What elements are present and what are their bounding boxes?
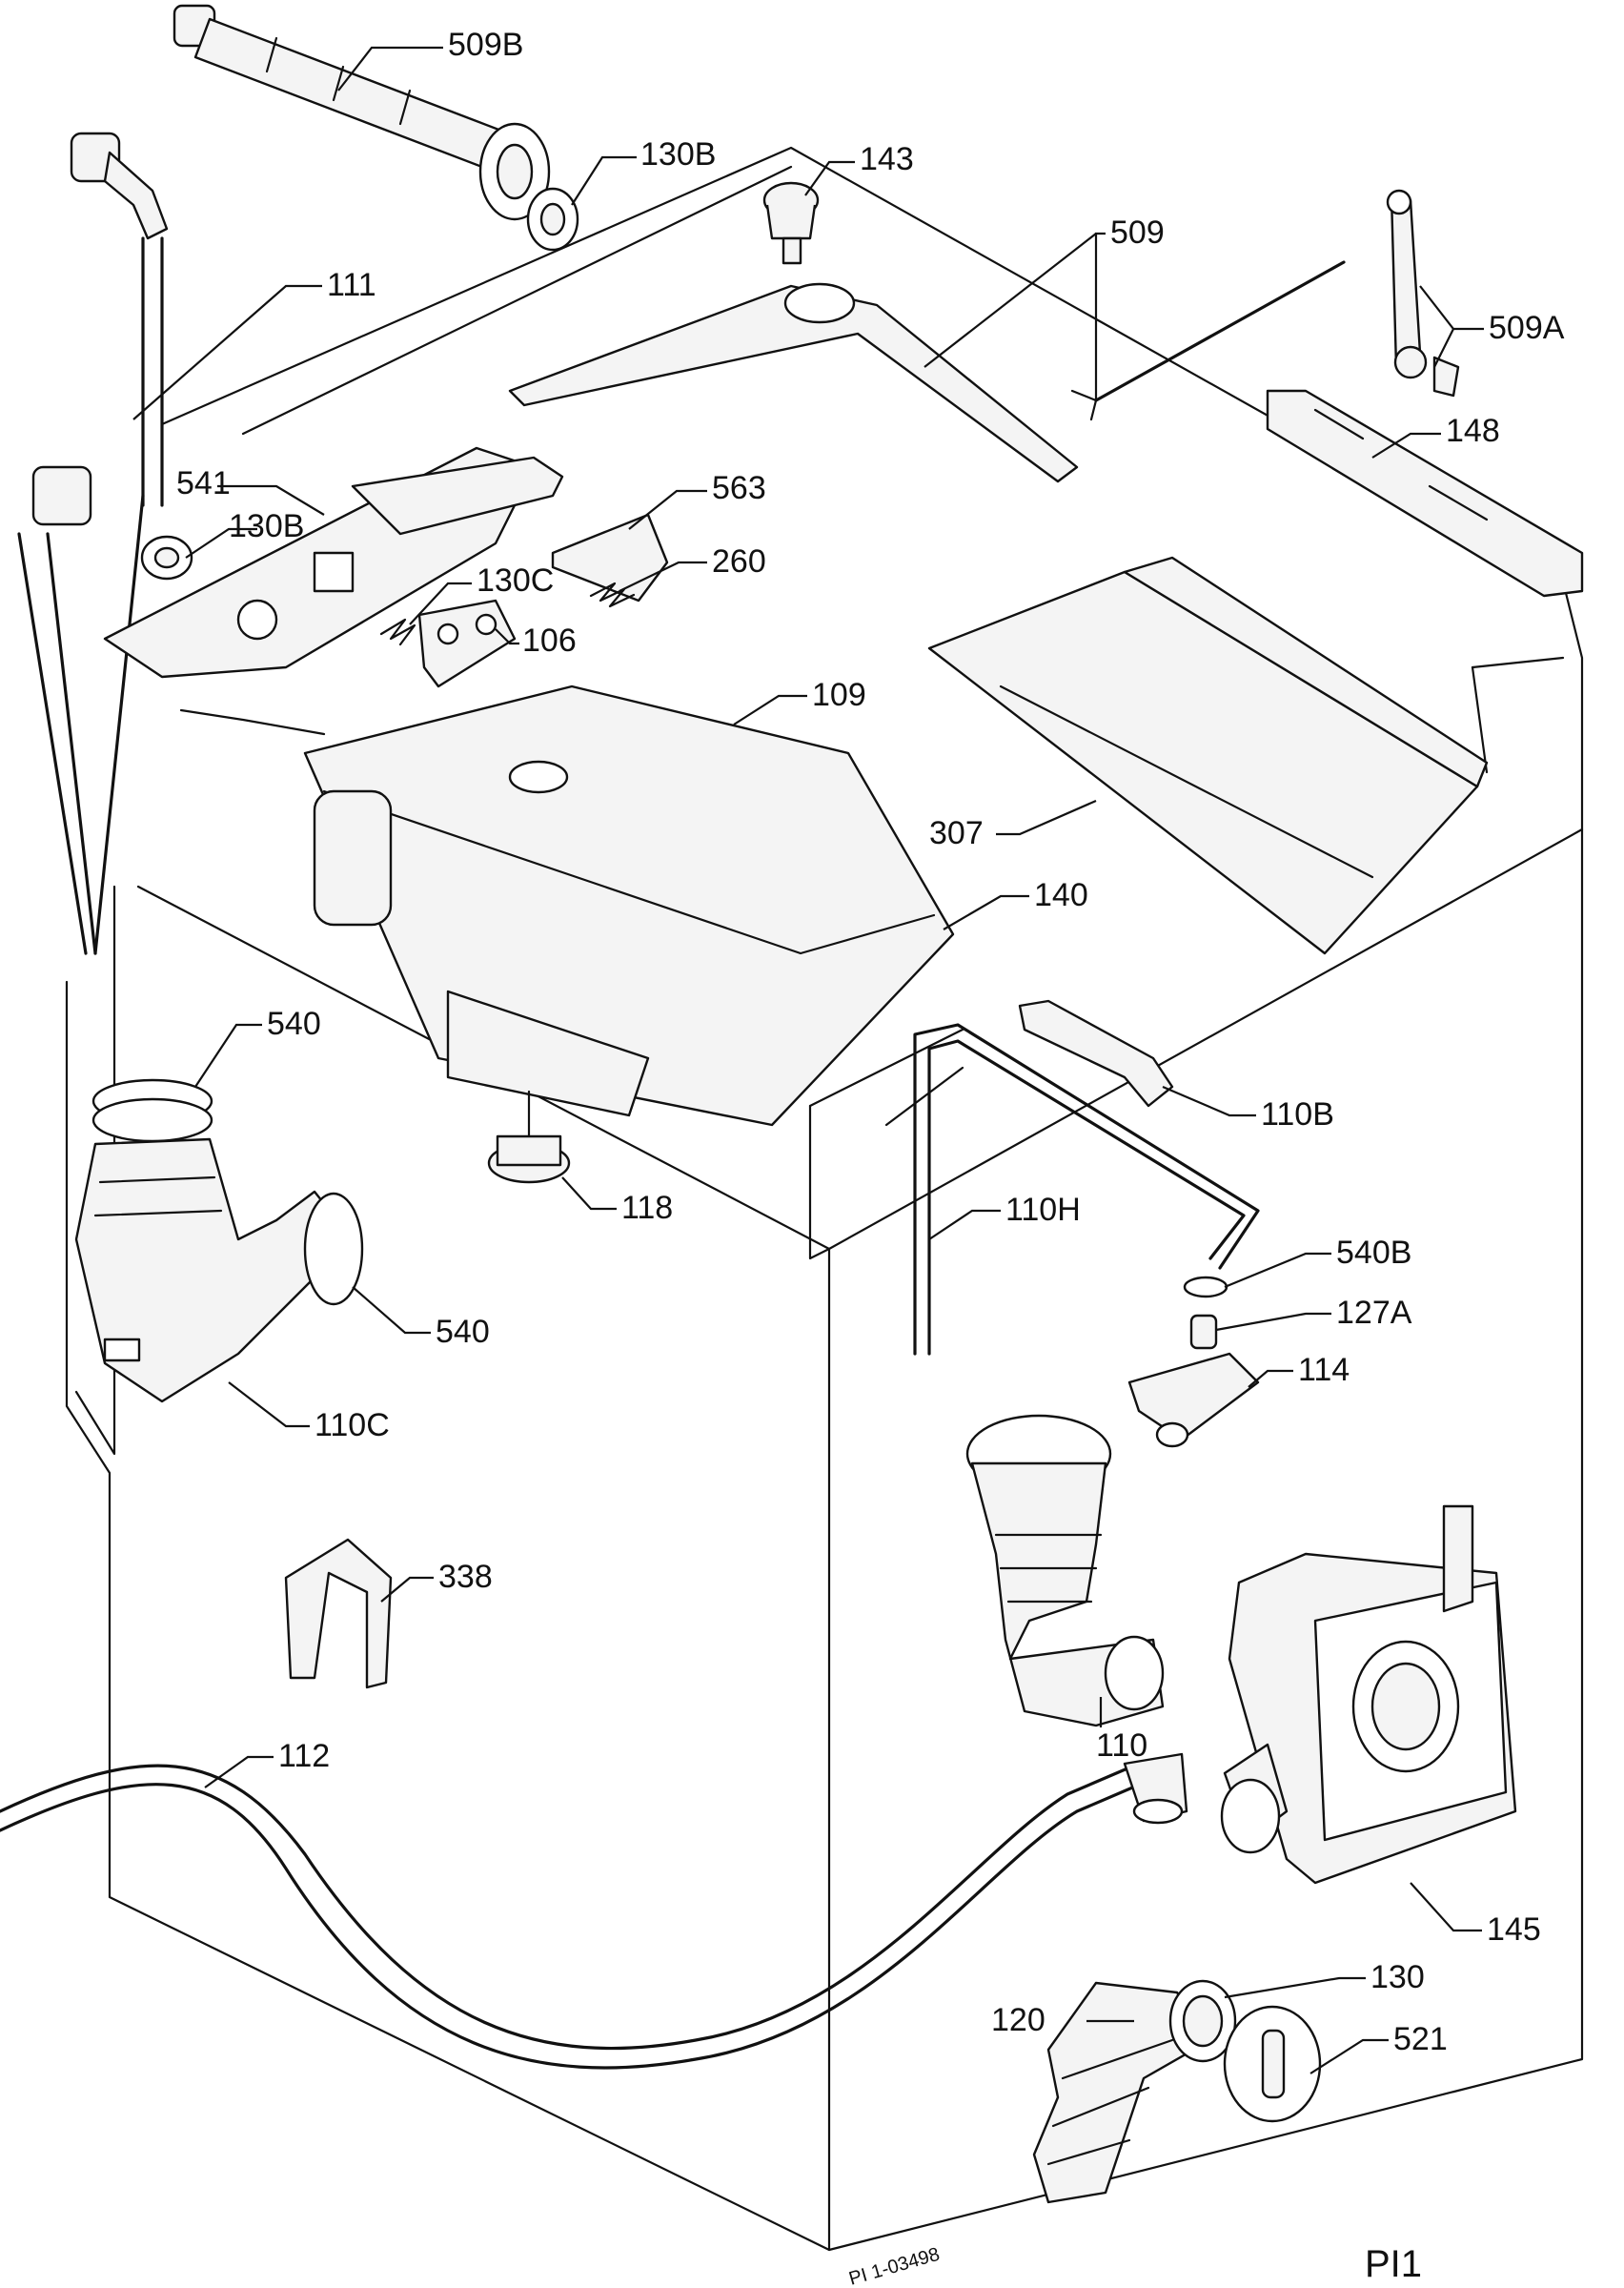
spring-260 — [589, 582, 636, 608]
pipe-110h — [913, 1023, 1260, 1356]
label-509b: 509B — [448, 27, 523, 63]
ring-130 — [1168, 1979, 1237, 2063]
valve-body-106 — [417, 599, 517, 688]
spring-130c — [379, 618, 416, 646]
label-111: 111 — [327, 267, 376, 303]
label-106: 106 — [522, 623, 577, 659]
label-509: 509 — [1110, 214, 1165, 251]
sump-hose-110 — [965, 1414, 1165, 1727]
label-540b: 540B — [1336, 1235, 1411, 1271]
label-541: 541 — [176, 465, 231, 501]
clip-540b — [1183, 1276, 1228, 1298]
label-120: 120 — [991, 2002, 1045, 2038]
label-110: 110 — [1096, 1727, 1147, 1764]
label-112: 112 — [278, 1738, 330, 1774]
filter-118 — [487, 1090, 571, 1184]
seal-130b-mid — [140, 535, 193, 581]
label-114: 114 — [1298, 1352, 1350, 1388]
label-110h: 110H — [1005, 1192, 1081, 1228]
label-110b: 110B — [1261, 1096, 1334, 1133]
seal-130b-top — [526, 187, 579, 252]
cover-521 — [1223, 2005, 1322, 2123]
drawer-handle-148 — [1266, 389, 1584, 598]
label-110c: 110C — [315, 1407, 390, 1443]
inlet-valve-assembly-509b — [173, 4, 551, 221]
spreader-bar-509 — [508, 282, 1079, 483]
label-118: 118 — [621, 1190, 673, 1226]
clamp-540-top — [91, 1078, 213, 1143]
label-130b-mid: 130B — [229, 508, 304, 544]
label-260: 260 — [712, 543, 766, 580]
cam-plate-563 — [551, 513, 669, 603]
label-130b-top: 130B — [640, 136, 716, 173]
label-130: 130 — [1370, 1959, 1425, 1995]
label-563: 563 — [712, 470, 766, 506]
label-130c: 130C — [477, 562, 554, 599]
label-307: 307 — [929, 815, 984, 851]
clamp-540-bottom — [303, 1192, 364, 1306]
lever-509a — [1386, 189, 1460, 398]
label-148: 148 — [1446, 413, 1500, 449]
pressure-switch-114 — [1127, 1352, 1260, 1448]
label-338: 338 — [438, 1559, 493, 1595]
leader-lines — [132, 46, 1484, 2074]
label-540-bottom: 540 — [436, 1314, 490, 1350]
label-143: 143 — [860, 141, 914, 177]
hose-110b — [1018, 999, 1174, 1108]
hose-guide-338 — [284, 1538, 393, 1689]
drain-pump-145 — [1220, 1504, 1517, 1885]
nozzle-127a — [1189, 1314, 1218, 1350]
label-145: 145 — [1487, 1911, 1541, 1948]
bracket-541 — [103, 446, 564, 679]
drawing-code: PI 1-03498 — [846, 2244, 942, 2288]
inlet-hose-111 — [17, 132, 169, 955]
dispenser-housing-109 — [303, 684, 955, 1127]
page-reference: PI1 — [1365, 2243, 1422, 2285]
label-127a: 127A — [1336, 1295, 1412, 1331]
label-109: 109 — [812, 677, 866, 713]
detergent-drawer-307 — [927, 556, 1489, 955]
label-140: 140 — [1034, 877, 1088, 913]
label-509a: 509A — [1489, 310, 1565, 346]
knob-143 — [762, 181, 820, 265]
label-521: 521 — [1393, 2021, 1448, 2057]
label-540-top: 540 — [267, 1006, 321, 1042]
part-labels: 509B 130B 143 509 111 509A 148 541 563 1… — [176, 27, 1565, 2057]
drain-hose-112 — [0, 1752, 1188, 2070]
